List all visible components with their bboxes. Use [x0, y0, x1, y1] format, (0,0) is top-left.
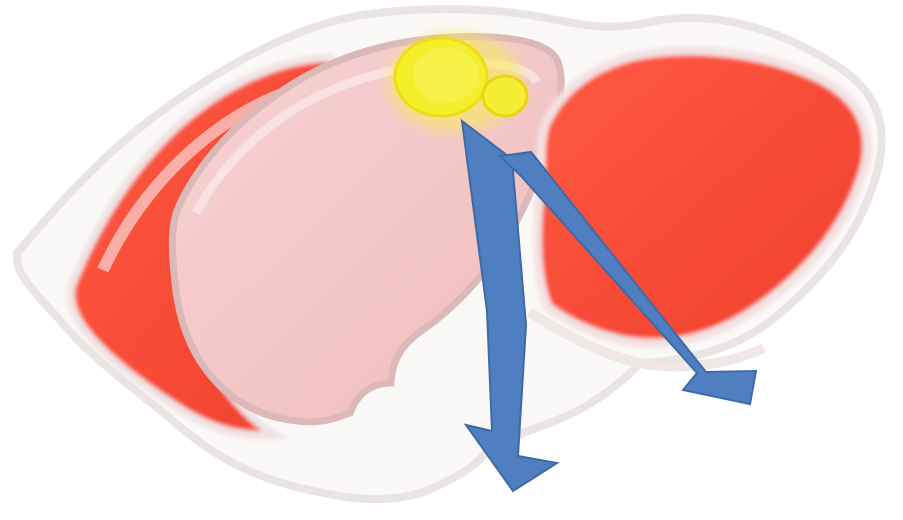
right-red-region — [537, 51, 867, 343]
yellow-spot-small — [483, 76, 527, 116]
yellow-spot-inner — [413, 47, 479, 103]
